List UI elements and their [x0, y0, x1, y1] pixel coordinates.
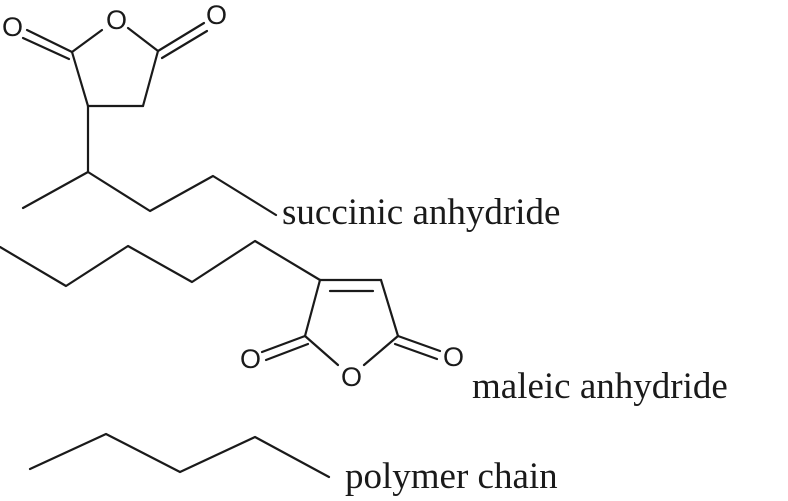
succinic-anhydride-label: succinic anhydride [282, 192, 560, 233]
ring-oxygen: O [106, 5, 127, 35]
carbonyl-oxygen-right: O [206, 0, 227, 30]
polymer-chain-label: polymer chain [345, 456, 558, 497]
carbonyl-oxygen-left: O [240, 344, 261, 374]
maleic-anhydride-label: maleic anhydride [472, 366, 728, 407]
maleic-anhydride-structure: O O O maleic anhydride [0, 239, 728, 407]
succinic-anhydride-structure: O O O succinic anhydride [2, 0, 560, 233]
ring-oxygen: O [341, 362, 362, 392]
polymer-chain-structure: polymer chain [28, 432, 558, 497]
carbonyl-oxygen-right: O [443, 342, 464, 372]
carbonyl-oxygen-left: O [2, 12, 23, 42]
